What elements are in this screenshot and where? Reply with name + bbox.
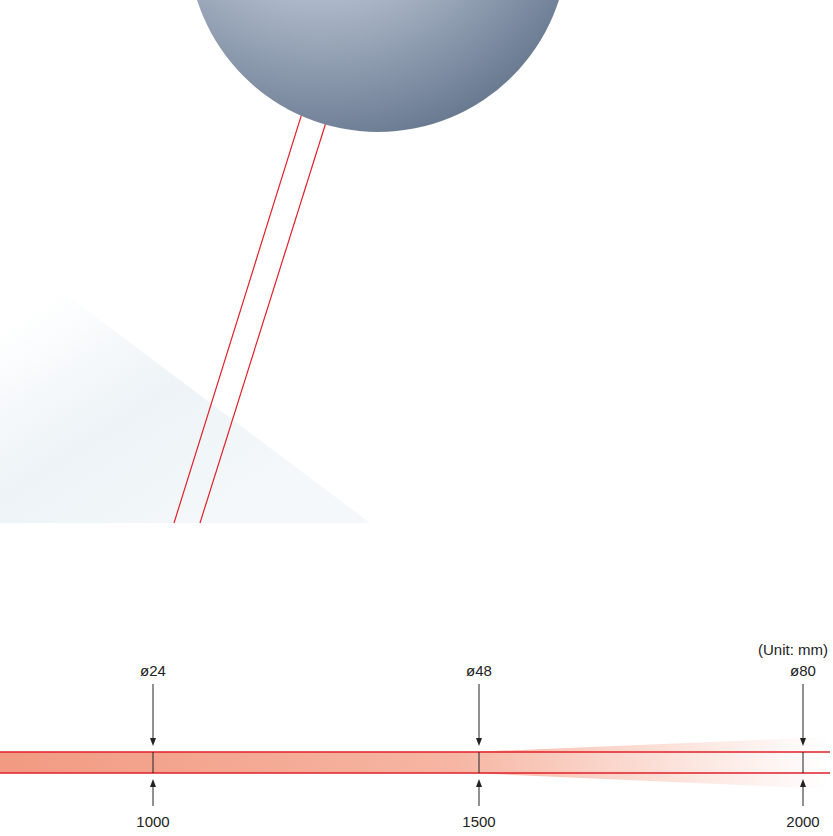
beam-spread (0, 737, 830, 789)
sphere-target (188, 0, 568, 132)
dimension-markers (153, 684, 803, 806)
beam-edge (0, 772, 830, 773)
beam-edge (174, 110, 303, 523)
diameter-label: ø24 (140, 662, 166, 680)
diameter-label: ø48 (466, 662, 492, 680)
beam-edge (0, 751, 830, 752)
beam-edge (200, 116, 328, 523)
distance-label: 2000 (786, 813, 819, 831)
arrowheads (150, 738, 806, 787)
distance-label: 1500 (462, 813, 495, 831)
unit-note: (Unit: mm) (758, 641, 828, 659)
ground-area (0, 245, 370, 523)
distance-label: 1000 (136, 813, 169, 831)
diameter-label: ø80 (790, 662, 816, 680)
